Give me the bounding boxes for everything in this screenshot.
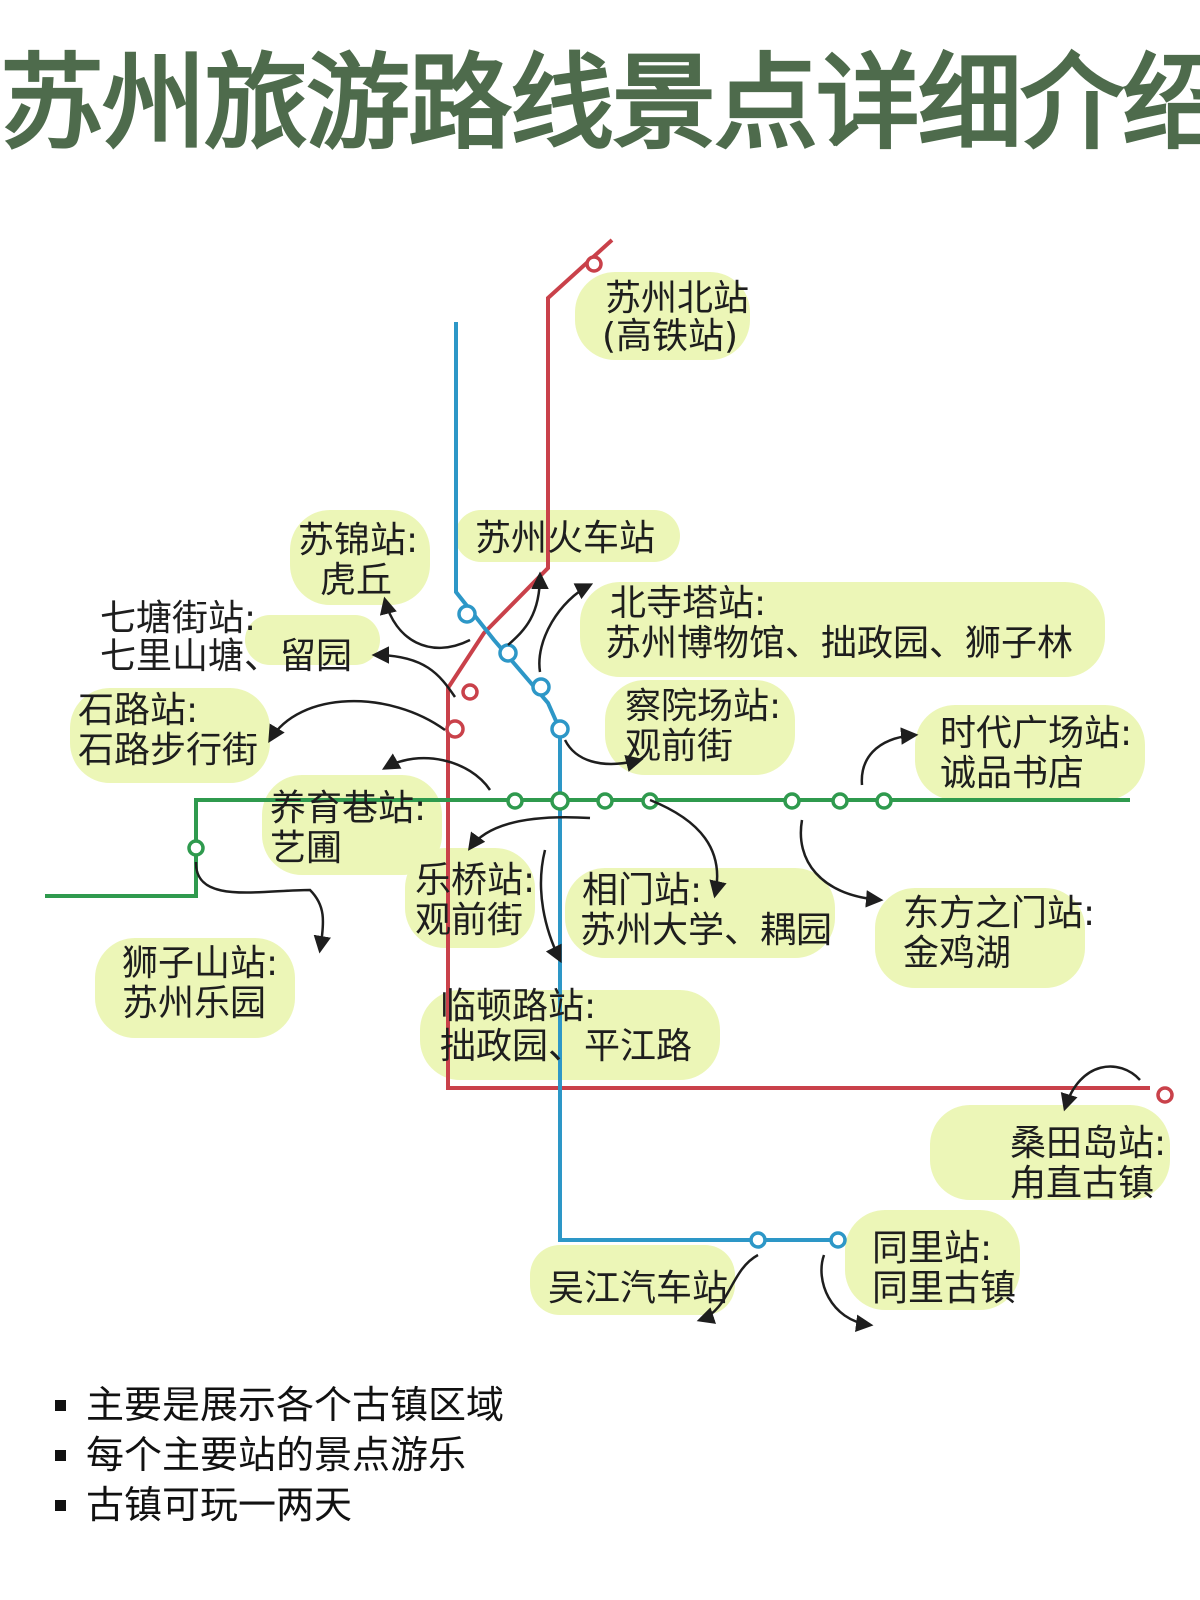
shilu-label: 石路站: 石路步行街	[78, 690, 258, 771]
leqiao-label: 乐桥站: 观前街	[415, 860, 547, 941]
suzhou-north-label: 苏州北站 (高铁站)	[602, 278, 760, 357]
lindunlu-label: 临顿路站: 拙政园、平江路	[440, 986, 692, 1067]
wujiang-label: 吴江汽车站	[548, 1268, 728, 1309]
note-item: 每个主要站的景点游乐	[55, 1430, 504, 1480]
pointer-arrows	[194, 571, 1141, 1332]
bullet-icon	[55, 1450, 66, 1461]
red-line	[446, 238, 1150, 1090]
xiangmen-label: 相门站: 苏州大学、耦园	[580, 870, 832, 951]
sujin-label: 苏锦站: 虎丘	[298, 520, 430, 601]
tongli-label: 同里站: 同里古镇	[872, 1228, 1016, 1309]
blue-line	[454, 322, 838, 1242]
label-highlights	[70, 272, 1170, 1315]
beisita-label: 北寺塔站: 苏州博物馆、拙政园、狮子林	[605, 583, 1073, 664]
dongfang-label: 东方之门站: 金鸡湖	[903, 893, 1107, 974]
shidai-label: 时代广场站: 诚品书店	[940, 713, 1144, 794]
bullet-icon	[55, 1500, 66, 1511]
page-title: 苏州旅游路线景点详细介绍	[0, 42, 1200, 164]
shizishan-label: 狮子山站: 苏州乐园	[122, 943, 290, 1024]
yangyuxiang-label: 养育巷站: 艺圃	[270, 788, 438, 869]
qitangjie-label: 七塘街站: 七里山塘、留园	[100, 598, 352, 677]
bullet-icon	[55, 1400, 66, 1411]
note-item: 古镇可玩一两天	[55, 1480, 504, 1530]
station-labels: 苏州北站 (高铁站) 苏州火车站 苏锦站: 虎丘 七塘街站: 七里山塘、留园 北…	[78, 278, 1178, 1309]
station-markers	[187, 255, 1174, 1249]
notes-list: 主要是展示各个古镇区域 每个主要站的景点游乐 古镇可玩一两天	[55, 1380, 504, 1530]
chayuanchang-label: 察院场站: 观前街	[625, 686, 793, 767]
note-item: 主要是展示各个古镇区域	[55, 1380, 504, 1430]
sangtiandao-label: 桑田岛站: 甪直古镇	[1010, 1123, 1178, 1204]
suzhou-railway-label: 苏州火车站	[475, 518, 655, 559]
